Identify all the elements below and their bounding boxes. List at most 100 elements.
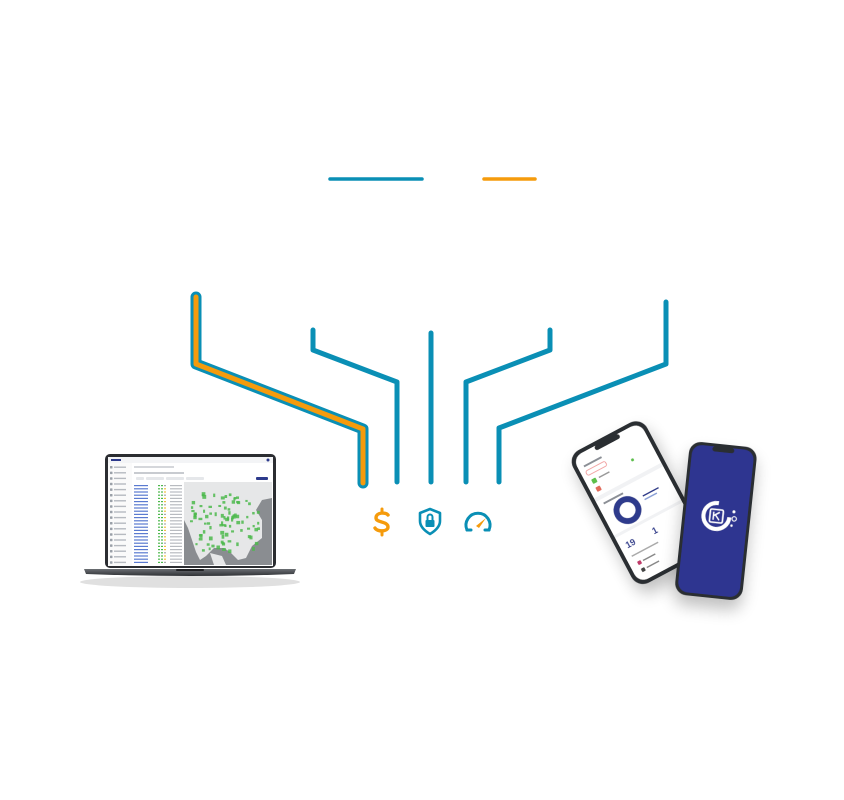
table-row <box>134 488 182 490</box>
map-dot <box>248 502 251 506</box>
map-dot <box>214 512 217 517</box>
brand-logo-icon <box>701 501 737 532</box>
map-dot <box>208 536 213 541</box>
map-dot <box>222 548 226 551</box>
map-dot <box>202 494 207 499</box>
map-dot <box>252 546 255 551</box>
table-row <box>134 545 182 547</box>
map-dot <box>228 511 231 515</box>
map-dot <box>205 514 209 519</box>
sidebar-item <box>114 466 126 468</box>
map-dot <box>232 514 235 517</box>
map-dot <box>199 533 203 538</box>
sidebar-item-icon <box>110 516 113 519</box>
map-dot <box>201 549 205 552</box>
table-row <box>134 526 182 528</box>
sidebar-item-icon <box>110 527 113 531</box>
map-dot <box>220 496 225 500</box>
sidebar-item <box>114 528 126 530</box>
map-dot <box>245 499 248 502</box>
map-dot <box>233 497 236 501</box>
map-dot <box>220 540 224 544</box>
laptop-table <box>134 485 182 563</box>
phone-logo-splash <box>675 442 757 600</box>
map-dot <box>224 532 229 537</box>
table-row <box>134 491 182 493</box>
map-dot <box>202 530 206 534</box>
map-dot <box>190 520 193 523</box>
sidebar-item-icon <box>110 494 113 497</box>
map-dot <box>236 496 240 499</box>
table-row <box>134 529 182 531</box>
sidebar-item-icon <box>110 550 113 553</box>
map-dot <box>231 517 234 522</box>
sidebar-item <box>114 556 126 558</box>
table-row <box>134 513 182 515</box>
map-dot <box>247 535 251 539</box>
map-dot <box>206 522 211 525</box>
map-dot <box>190 506 194 509</box>
sidebar-item <box>114 500 126 502</box>
map-dot <box>219 523 223 527</box>
sidebar-item-icon <box>110 477 113 480</box>
phone-stat-primary: 19 <box>624 537 638 551</box>
map-dot <box>249 535 253 540</box>
table-row <box>134 501 182 503</box>
laptop-dashboard-map <box>80 454 300 588</box>
phone-dashboard: 19 1 <box>571 421 708 585</box>
map-dot <box>191 500 196 505</box>
table-row <box>134 520 182 522</box>
map-dot <box>221 534 225 539</box>
table-row <box>134 558 182 560</box>
map-dot <box>206 543 210 546</box>
table-row <box>134 504 182 506</box>
sidebar-item <box>114 505 126 508</box>
map-dot <box>235 514 240 519</box>
sidebar-item <box>114 539 126 541</box>
dollar-icon <box>373 507 390 537</box>
sidebar-item <box>114 511 126 513</box>
map-dot <box>224 495 228 498</box>
map-dot <box>223 516 226 520</box>
connector-line-cost-core <box>193 294 366 486</box>
sidebar-item-icon <box>110 561 113 564</box>
map-dot <box>198 538 203 541</box>
map-dot <box>199 504 203 508</box>
sidebar-item-icon <box>110 499 113 503</box>
map-dot <box>216 545 220 550</box>
map-dot <box>222 501 226 504</box>
map-dot <box>257 527 260 531</box>
map-dot <box>236 520 241 525</box>
sidebar-item <box>114 483 126 485</box>
map-dot <box>209 525 212 530</box>
map-dot <box>204 522 207 525</box>
shield-lock-icon <box>418 507 442 536</box>
connector-lines <box>190 291 669 489</box>
map-dot <box>247 527 251 530</box>
connector-line-right <box>463 327 553 485</box>
map-dot <box>203 509 206 513</box>
sidebar-item-icon <box>110 555 113 559</box>
table-row <box>134 542 182 544</box>
sidebar-item <box>114 550 126 552</box>
sidebar-item <box>114 522 126 524</box>
speedometer-icon <box>464 511 492 532</box>
sidebar-item-icon <box>110 538 113 542</box>
map-dot <box>228 549 232 554</box>
connector-line-left <box>310 327 400 485</box>
map-dot <box>213 493 216 498</box>
map-dot <box>236 500 240 504</box>
table-row <box>134 510 182 512</box>
map-dot <box>201 492 206 497</box>
phone-stat-secondary: 1 <box>650 525 659 536</box>
map-dot <box>246 515 249 519</box>
sidebar-item <box>114 477 126 480</box>
sidebar-item <box>114 544 126 547</box>
map-dot <box>221 524 226 527</box>
map-dot <box>221 542 225 545</box>
table-row <box>134 539 182 541</box>
sidebar-item <box>114 516 126 519</box>
table-row <box>134 549 182 551</box>
sidebar-item-icon <box>110 482 113 486</box>
map-dot <box>218 504 222 508</box>
